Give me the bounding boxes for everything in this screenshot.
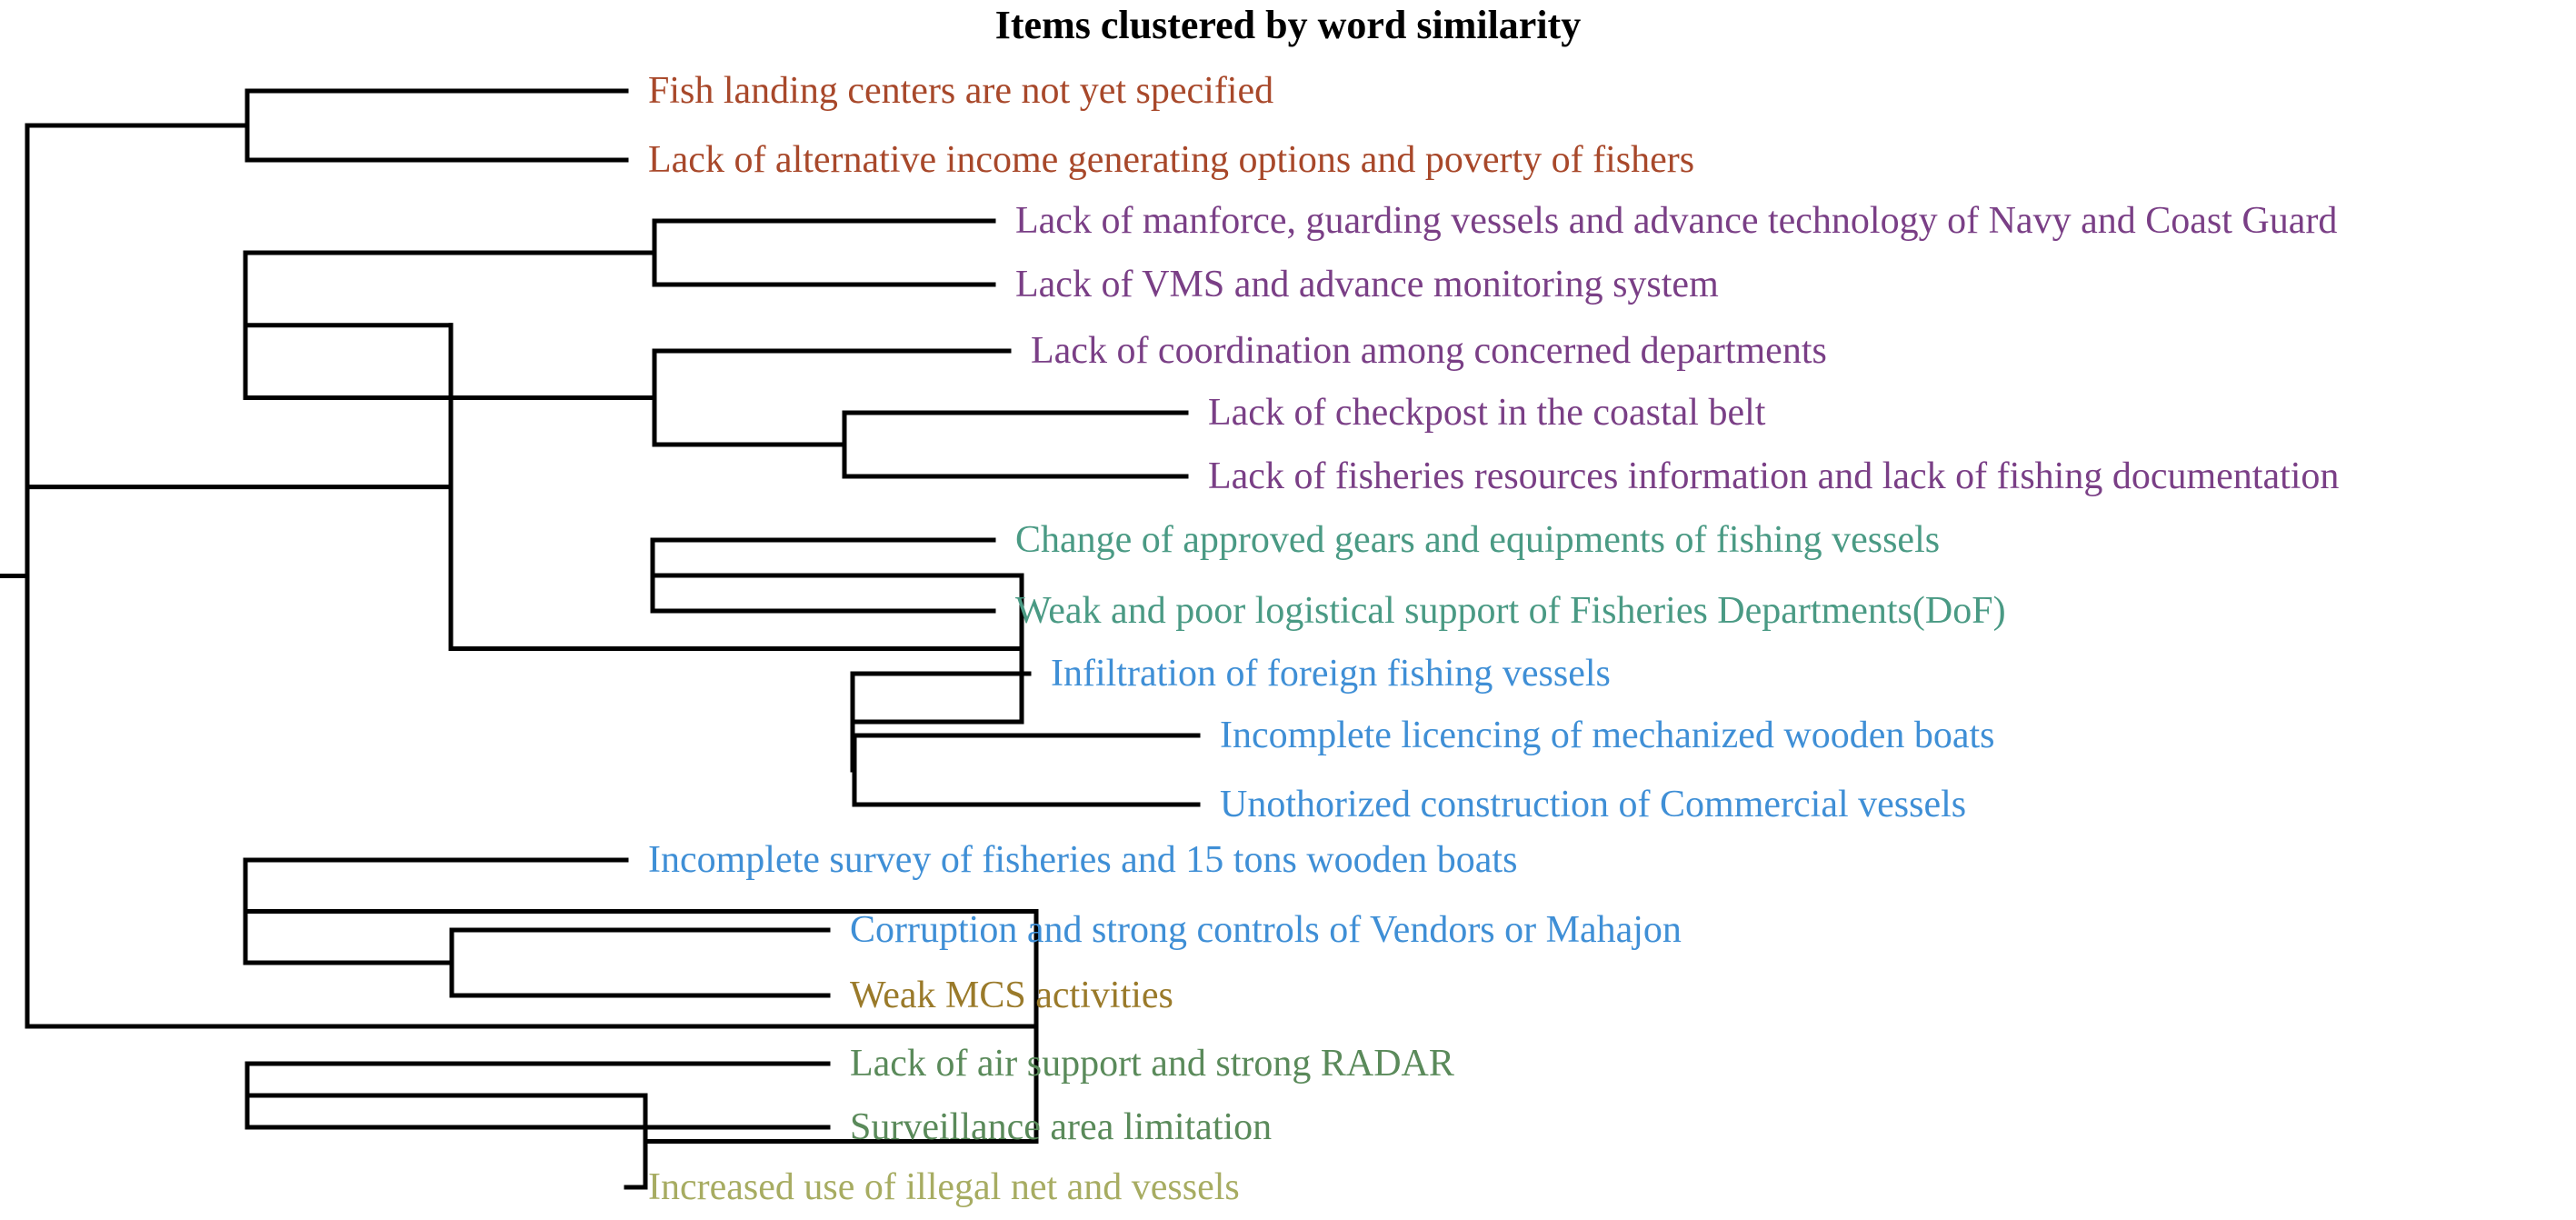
leaf-label: Unothorized construction of Commercial v… (1220, 784, 1966, 825)
leaf-label: Lack of manforce, guarding vessels and a… (1015, 200, 2337, 242)
leaf-labels: Fish landing centers are not yet specifi… (648, 70, 2339, 1208)
leaf-label: Lack of checkpost in the coastal belt (1208, 392, 1766, 434)
leaf-label: Change of approved gears and equipments … (1015, 519, 1940, 561)
leaf-label: Incomplete licencing of mechanized woode… (1220, 715, 1995, 756)
leaf-label: Lack of fisheries resources information … (1208, 455, 2339, 497)
leaf-label: Lack of VMS and advance monitoring syste… (1015, 264, 1719, 305)
leaf-label: Lack of coordination among concerned dep… (1031, 330, 1827, 372)
leaf-label: Lack of alternative income generating op… (648, 139, 1694, 181)
leaf-label: Incomplete survey of fisheries and 15 to… (648, 839, 1517, 881)
leaf-label: Weak and poor logistical support of Fish… (1015, 590, 2006, 632)
figure-title: Items clustered by word similarity (995, 3, 1581, 47)
leaf-label: Surveillance area limitation (850, 1106, 1272, 1148)
leaf-label: Corruption and strong controls of Vendor… (850, 909, 1682, 951)
leaf-label: Lack of air support and strong RADAR (850, 1043, 1454, 1085)
leaf-label: Fish landing centers are not yet specifi… (648, 70, 1273, 112)
leaf-label: Weak MCS activities (850, 975, 1173, 1016)
leaf-label: Infiltration of foreign fishing vessels (1051, 653, 1611, 695)
leaf-label: Increased use of illegal net and vessels (648, 1166, 1240, 1208)
dendrogram-branches (0, 88, 1201, 1190)
